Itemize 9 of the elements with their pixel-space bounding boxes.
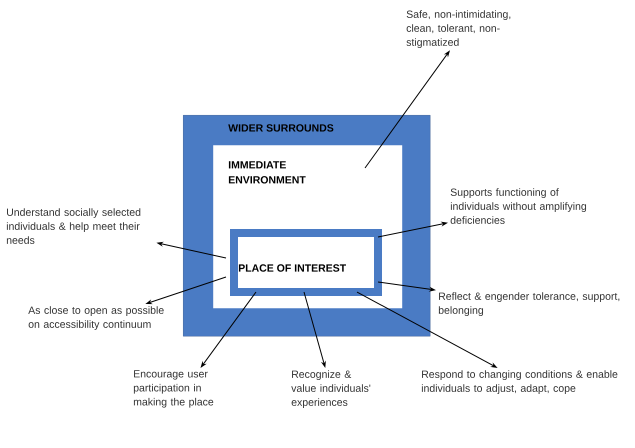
annotation-text: Safe, non-intimidating, clean, tolerant, non-stigmatized: [406, 10, 510, 48]
annotation-text: Supports functioning of individuals without amplifying deficiencies: [450, 188, 586, 224]
annotation-text: Understand socially selected individuals & help meet their needs: [6, 208, 140, 244]
annotation-text: As close to open as possible on accessibility continuum: [28, 306, 164, 330]
annotation-text: Recognize & value individuals' experiences: [291, 370, 370, 408]
annotation-text: Respond to changing conditions & enable individuals to adjust, adapt, cope: [422, 370, 618, 394]
inner-box: PLACE OF INTEREST: [230, 229, 382, 296]
annotation-text: Encourage user participation in making the place: [134, 370, 214, 408]
annotation-text: Reflect & engender tolerance, support, belonging: [438, 292, 620, 316]
